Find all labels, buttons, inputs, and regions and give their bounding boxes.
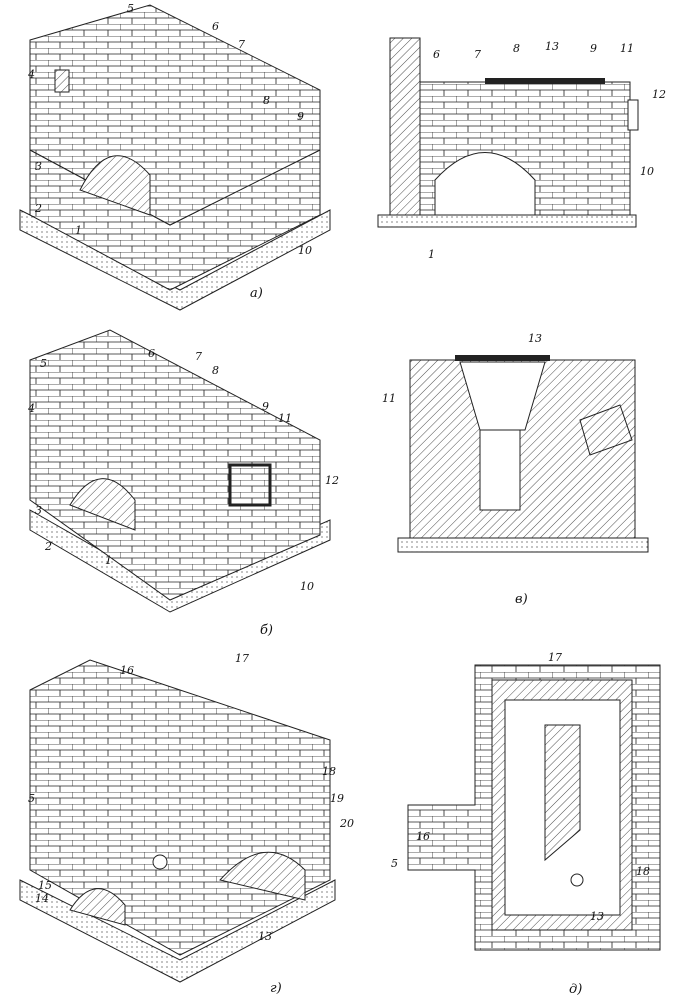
panel-caption: д)	[569, 982, 582, 997]
callout-label: 1	[105, 554, 112, 567]
panel-a-section	[377, 37, 639, 228]
callout-label: 5	[127, 2, 134, 15]
callout-label: 6	[433, 48, 440, 61]
callout-label: 9	[262, 400, 269, 413]
callout-label: 15	[38, 879, 52, 892]
callout-label: 1	[75, 224, 82, 237]
callout-label: 13	[590, 910, 604, 923]
callout-label: 5	[391, 857, 398, 870]
callout-label: 11	[382, 392, 396, 405]
callout-label: 9	[297, 110, 304, 123]
callout-label: 19	[330, 792, 344, 805]
callout-label: 7	[238, 38, 245, 51]
panel-a-isometric	[19, 4, 331, 311]
callout-label: 3	[35, 160, 42, 173]
callout-label: 16	[120, 664, 134, 677]
panel-caption: г)	[270, 981, 282, 996]
callout-label: 18	[322, 765, 336, 778]
callout-label: 5	[28, 792, 35, 805]
callout-label: 18	[636, 865, 650, 878]
callout-label: 10	[300, 580, 314, 593]
callout-label: 2	[44, 540, 52, 553]
callout-label: 10	[298, 244, 312, 257]
callout-label: 8	[212, 364, 219, 377]
callout-label: 3	[35, 504, 42, 517]
callout-label: 1	[428, 248, 435, 261]
callout-label: 4	[27, 68, 35, 81]
callout-label: 11	[278, 412, 292, 425]
callout-label: 6	[212, 20, 219, 33]
panel-b-isometric	[29, 329, 331, 613]
callout-label: 17	[235, 652, 249, 665]
callout-label: 6	[148, 347, 155, 360]
callout-label: 20	[339, 817, 354, 830]
callout-label: 11	[620, 42, 634, 55]
panel-v-section	[397, 355, 649, 553]
panel-caption: в)	[515, 592, 528, 607]
panel-g-isometric	[19, 659, 336, 983]
callout-label: 10	[640, 165, 654, 178]
callout-label: 9	[590, 42, 597, 55]
callout-label: 5	[40, 357, 47, 370]
callout-label: 7	[474, 48, 481, 61]
callout-label: 2	[34, 202, 42, 215]
callout-label: 4	[27, 402, 35, 415]
panel-d-plan	[407, 664, 661, 951]
callout-label: 16	[416, 830, 430, 843]
panel-caption: б)	[260, 623, 273, 638]
callout-label: 8	[513, 42, 520, 55]
callout-label: 12	[325, 474, 339, 487]
callout-label: 14	[35, 892, 49, 905]
callout-label: 8	[263, 94, 270, 107]
callout-label: 7	[195, 350, 202, 363]
callout-label: 13	[528, 332, 542, 345]
callout-label: 13	[258, 930, 272, 943]
callout-label: 13	[545, 40, 559, 53]
panel-caption: а)	[250, 286, 263, 301]
callout-label: 17	[548, 651, 562, 664]
callout-label: 12	[652, 88, 666, 101]
